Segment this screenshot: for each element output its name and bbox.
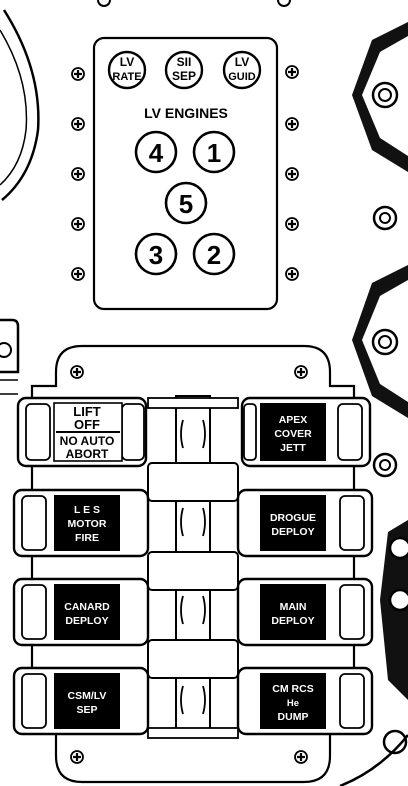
center-link-top [147,397,239,409]
drogue-deploy-switch[interactable]: DROGUE DEPLOY [260,495,326,551]
right-hex-housing-bottom [380,520,408,700]
panel-screw-l3 [70,166,86,182]
guard-screw-bl [69,749,85,765]
left-edge-screw [0,342,12,358]
right-knob-top-center [378,88,392,102]
no-auto-abort-line1: NO AUTO [60,434,115,448]
center-link-1 [147,462,239,502]
guard-screw-tr [293,364,309,380]
hinge-marks [180,419,206,715]
engine-5-number: 5 [179,189,193,219]
panel-screw-r5 [284,266,300,282]
panel-screw-l4 [70,216,86,232]
drogue-line1: DROGUE [270,512,316,524]
lv-guid-lamp: LV GUID [222,50,262,90]
lift-off-line1: LIFT [73,404,100,419]
sii-sep-lamp-line2: SEP [172,69,196,83]
main-line2: DEPLOY [271,615,314,627]
canard-line1: CANARD [64,601,110,613]
lv-engines-title: LV ENGINES [144,105,228,121]
engine-3-lamp: 3 [134,232,178,276]
center-link-bottom [147,727,239,739]
right-knob-bottom-a[interactable] [388,536,408,560]
bottom-right-arc [339,734,408,786]
lift-off-line2: OFF [74,417,100,432]
panel-screw-r1 [284,64,300,80]
sii-sep-lamp-line1: SII [177,55,192,69]
cm-rcs-line3: DUMP [278,711,309,723]
panel-screw-r4 [284,216,300,232]
panel-screw-l2 [70,116,86,132]
center-link-3 [147,639,239,679]
cm-rcs-line2: He [287,698,299,709]
engine-1-number: 1 [207,138,221,168]
csm-lv-sep-switch[interactable]: CSM/LV SEP [54,673,120,729]
cm-rcs-line1: CM RCS [272,683,313,695]
no-auto-abort-line2: ABORT [66,447,109,461]
canard-deploy-switch[interactable]: CANARD DEPLOY [54,584,120,640]
right-knob-bottom-b[interactable] [388,588,408,612]
canard-line2: DEPLOY [65,615,108,627]
lv-guid-lamp-line2: GUID [228,71,256,83]
panel-screw-l1 [70,66,86,82]
main-deploy-switch[interactable]: MAIN DEPLOY [260,584,326,640]
les-line3: FIRE [75,532,99,544]
left-arc-outer [1,9,40,201]
apex-line2: COVER [274,428,312,440]
apex-line3: JETT [280,442,306,454]
top-right-screw-partial [277,0,291,7]
csm-lv-line2: SEP [76,704,97,716]
lift-off-no-auto-abort-indicator: LIFT OFF NO AUTO ABORT [53,402,123,462]
les-motor-fire-switch[interactable]: L E S MOTOR FIRE [54,495,120,551]
engine-3-number: 3 [149,240,163,270]
lv-rate-lamp: LV RATE [107,50,147,90]
left-arc-inner [0,29,28,186]
right-bolt-middle-center [379,212,391,224]
engine-4-number: 4 [149,138,164,168]
lv-guid-lamp-line1: LV [235,55,249,69]
panel-screw-l5 [70,266,86,282]
right-bolt-lower-center [379,459,391,471]
center-link-2 [147,551,239,591]
engine-2-number: 2 [207,240,221,270]
panel-screw-r2 [284,116,300,132]
right-bolt-bottom [382,729,408,755]
lv-rate-lamp-line1: LV [120,55,134,69]
engine-2-lamp: 2 [192,232,236,276]
top-left-screw-partial [97,0,111,7]
csm-lv-line1: CSM/LV [68,690,107,702]
les-line1: L E S [74,504,100,516]
engine-4-lamp: 4 [134,130,178,174]
les-line2: MOTOR [68,518,107,530]
panel-screw-r3 [284,166,300,182]
cm-rcs-he-dump-switch[interactable]: CM RCS He DUMP [260,673,326,729]
apex-cover-jett-switch[interactable]: APEX COVER JETT [260,403,326,461]
apex-line1: APEX [279,414,308,426]
guard-screw-br [293,749,309,765]
right-knob-middle-center [378,335,392,349]
engine-1-lamp: 1 [192,130,236,174]
left-bracket [0,318,20,374]
drogue-line2: DEPLOY [271,526,314,538]
left-edge-lines [0,379,18,395]
engine-5-lamp: 5 [164,181,208,225]
lv-rate-lamp-line2: RATE [112,71,141,83]
main-line1: MAIN [280,601,307,613]
sii-sep-lamp: SII SEP [164,50,204,90]
guard-screw-tl [69,364,85,380]
